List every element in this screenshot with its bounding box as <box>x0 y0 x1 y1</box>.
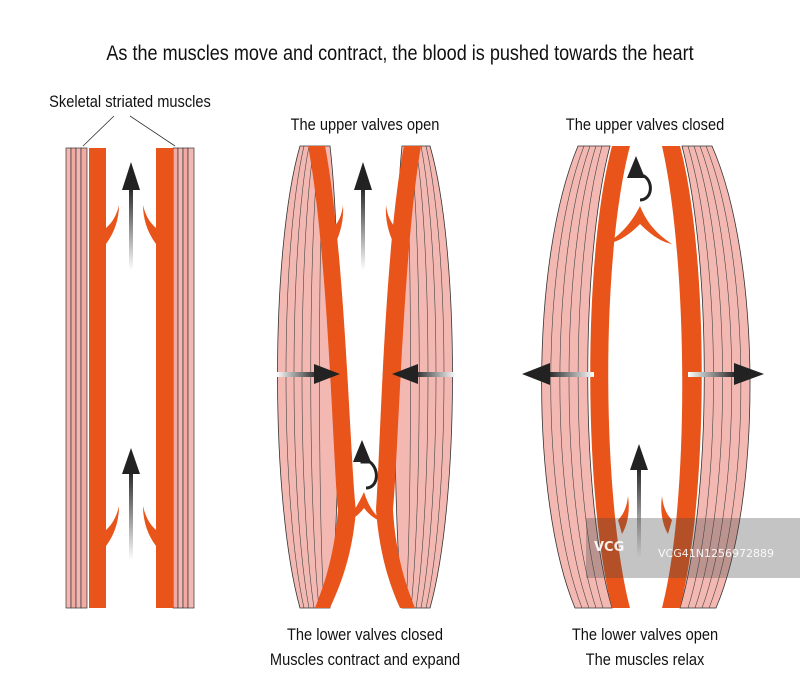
panel-2-top-caption: The upper valves open <box>290 115 440 134</box>
valve-upper-closed <box>606 206 672 244</box>
panel-2-bottom-caption-2: Muscles contract and expand <box>269 650 461 669</box>
vein-wall-right <box>376 146 421 608</box>
valve-lower-left <box>618 496 629 534</box>
panel-1-resting-vein <box>65 115 195 609</box>
squeeze-arrow-left <box>392 364 456 384</box>
callout-line-right <box>129 115 176 147</box>
right-muscle-strips <box>172 147 195 609</box>
expand-arrow-right <box>688 363 764 385</box>
valve-upper-left <box>106 205 119 244</box>
valve-lower-right <box>143 506 156 546</box>
backflow-curl-arrow <box>353 440 378 490</box>
diagram-title: As the muscles move and contract, the bl… <box>106 42 694 65</box>
callout-line-left <box>82 115 115 147</box>
backflow-curl-arrow <box>627 156 652 202</box>
vein-wall-left <box>590 146 630 608</box>
watermark: VCG VCG41N1256972889 <box>586 518 800 578</box>
valve-lower-right <box>661 496 672 534</box>
watermark-text: VCG41N1256972889 <box>658 547 774 560</box>
panel-2-contracting <box>276 145 456 609</box>
vein-wall-right <box>156 148 173 608</box>
flow-arrow-up-upper <box>354 162 372 270</box>
valve-lower-closed <box>344 492 384 522</box>
squeeze-arrow-right <box>276 364 340 384</box>
panel-3-top-caption: The upper valves closed <box>565 115 725 134</box>
vein-wall-right <box>662 146 702 608</box>
panel-3-bottom-caption-1: The lower valves open <box>571 625 719 644</box>
left-muscle-strips <box>65 147 88 609</box>
panel-2-bottom-caption-1: The lower valves closed <box>286 625 444 644</box>
expand-arrow-left <box>522 363 594 385</box>
skeletal-muscles-label: Skeletal striated muscles <box>49 92 211 111</box>
valve-upper-right <box>143 205 156 244</box>
panel-3-relaxing <box>522 145 764 609</box>
vein-wall-left <box>89 148 106 608</box>
valve-upper-right <box>385 205 398 246</box>
panel-3-bottom-caption-2: The muscles relax <box>585 650 705 669</box>
valve-lower-left <box>106 506 119 546</box>
flow-arrow-up-lower <box>122 448 140 560</box>
left-muscle-fibers <box>550 145 604 609</box>
flow-arrow-up-upper <box>122 162 140 270</box>
flow-arrow-up-lower <box>630 444 648 558</box>
valve-upper-left <box>331 205 344 246</box>
watermark-logo: VCG <box>594 540 625 555</box>
